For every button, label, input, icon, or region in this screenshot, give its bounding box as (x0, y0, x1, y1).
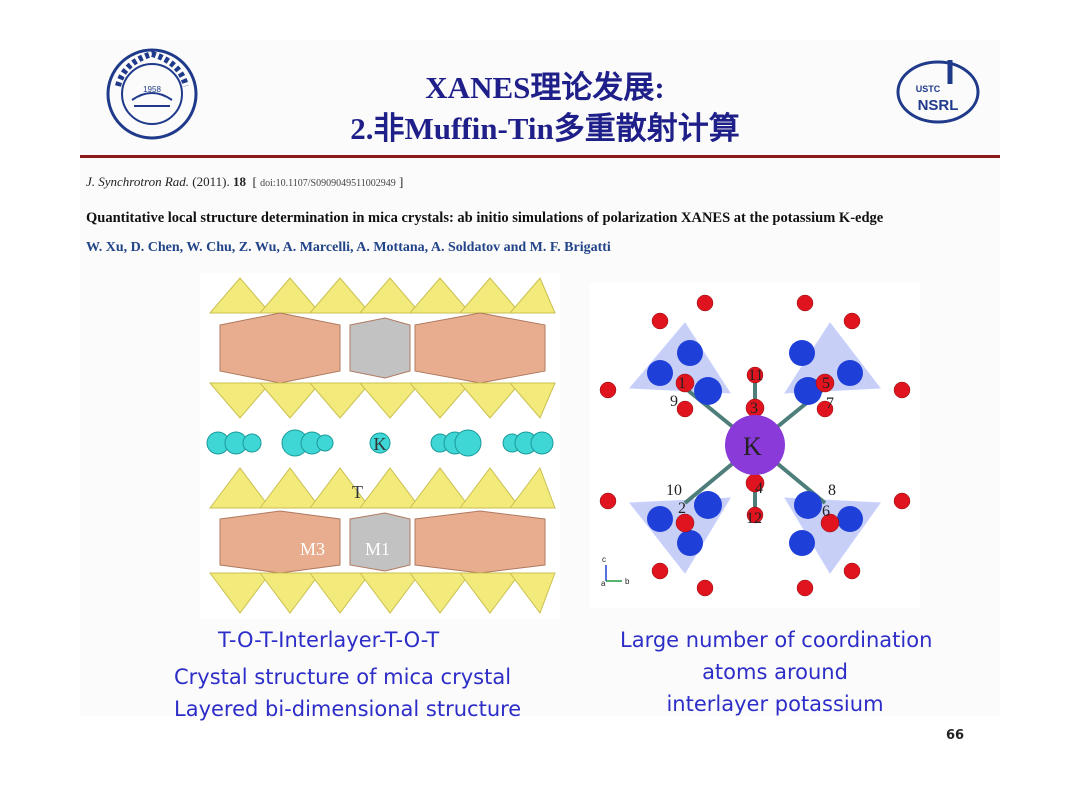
title-divider (80, 155, 1000, 158)
mica-structure-figure: K T M3 M1 (200, 273, 560, 619)
tetrahedral-layer-bottom (209, 572, 556, 615)
caption-left-line3: Layered bi-dimensional structure (174, 697, 522, 721)
label-num-1: 1 (678, 375, 686, 392)
label-m1: M1 (365, 539, 390, 559)
octahedral-layer-bottom (219, 510, 546, 574)
tetrahedral-layer-lower (209, 466, 556, 509)
label-center-k: K (743, 432, 762, 461)
label-t: T (352, 482, 363, 502)
logo-year: 1958 (143, 85, 161, 94)
label-k: K (374, 434, 387, 454)
citation-doi[interactable]: doi:10.1107/S0909049511002949 (260, 178, 396, 189)
oxygen-atoms (599, 294, 911, 597)
label-num-9: 9 (670, 393, 678, 410)
label-num-11: 11 (748, 367, 763, 384)
label-num-10: 10 (666, 482, 682, 499)
university-logo-icon: 1958 (106, 48, 198, 140)
tetrahedral-layer-upper (208, 382, 556, 419)
paper-authors: W. Xu, D. Chen, W. Chu, Z. Wu, A. Marcel… (86, 240, 611, 255)
axis-b-label: b (625, 577, 630, 586)
interlayer-cations (206, 429, 554, 457)
potassium-atom (725, 415, 785, 475)
citation-year: (2011). (192, 174, 230, 189)
caption-right-line1: Large number of coordination (620, 628, 933, 652)
label-num-4: 4 (755, 480, 763, 497)
potassium-coordination-figure: K 1 2 3 4 5 6 7 8 9 10 11 12 c b a (590, 283, 920, 608)
label-num-2: 2 (678, 500, 686, 517)
label-num-5: 5 (822, 375, 830, 392)
label-num-12: 12 (746, 510, 762, 527)
label-num-6: 6 (822, 503, 830, 520)
slide-title-line2: 2.非Muffin-Tin多重散射计算 (350, 111, 740, 146)
caption-left-line2: Crystal structure of mica crystal (174, 665, 512, 689)
nsrl-logo-icon: USTC NSRL (896, 60, 980, 124)
logo-nsrl: NSRL (918, 97, 959, 114)
label-num-7: 7 (826, 395, 834, 412)
axis-a-label: a (601, 579, 606, 588)
citation-journal: J. Synchrotron Rad. (86, 174, 190, 189)
logo-ustc: USTC (916, 84, 941, 94)
axis-indicator: c b a (601, 555, 630, 588)
silicon-atoms (647, 340, 863, 556)
octahedral-layer-top (219, 312, 546, 384)
label-num-8: 8 (828, 482, 836, 499)
slide-title-line1: XANES理论发展: (425, 70, 665, 105)
caption-left-line1: T-O-T-Interlayer-T-O-T (218, 628, 440, 652)
label-m3: M3 (300, 539, 325, 559)
page-number: 66 (946, 728, 965, 743)
citation-volume: 18 (232, 174, 246, 189)
tetrahedral-layer-top (208, 277, 556, 314)
paper-title: Quantitative local structure determinati… (86, 210, 884, 226)
axis-c-label: c (602, 555, 606, 564)
caption-right-line2: atoms around (702, 660, 848, 684)
label-num-3: 3 (750, 400, 758, 417)
citation: J. Synchrotron Rad. (2011). 18 [ doi:10.… (86, 174, 404, 189)
caption-right-line3: interlayer potassium (666, 692, 884, 716)
